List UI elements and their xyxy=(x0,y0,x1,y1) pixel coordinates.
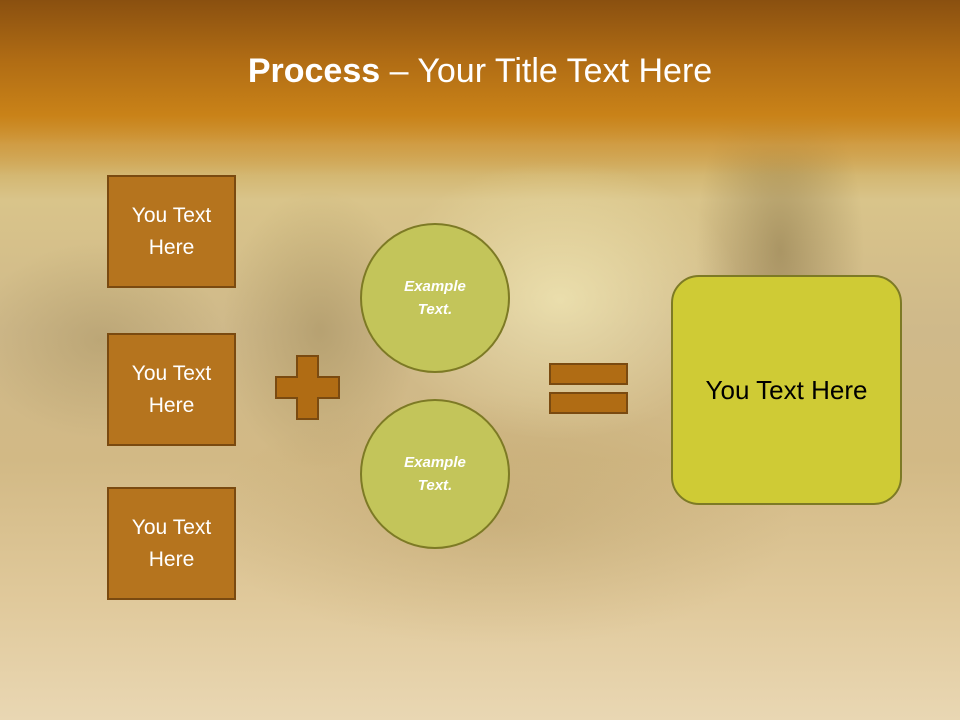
input-box-3: You Text Here xyxy=(107,487,236,600)
input-box-1-label: You Text Here xyxy=(131,203,212,259)
example-circle-2: Example Text. xyxy=(360,399,510,549)
equals-sign-icon xyxy=(549,363,628,414)
input-box-2-label: You Text Here xyxy=(131,361,212,417)
input-box-3-label: You Text Here xyxy=(131,515,212,571)
slide-title: Process – Your Title Text Here xyxy=(0,52,960,91)
plus-sign-icon xyxy=(275,355,340,420)
example-circle-1-label: Example Text. xyxy=(404,278,466,318)
header-band xyxy=(0,0,960,175)
title-rest: – Your Title Text Here xyxy=(380,52,713,90)
input-box-2: You Text Here xyxy=(107,333,236,446)
input-box-1: You Text Here xyxy=(107,175,236,288)
example-circle-2-label: Example Text. xyxy=(404,454,466,494)
result-box: You Text Here xyxy=(671,275,902,505)
example-circle-1: Example Text. xyxy=(360,223,510,373)
result-box-label: You Text Here xyxy=(705,374,868,405)
title-bold: Process xyxy=(247,52,381,90)
